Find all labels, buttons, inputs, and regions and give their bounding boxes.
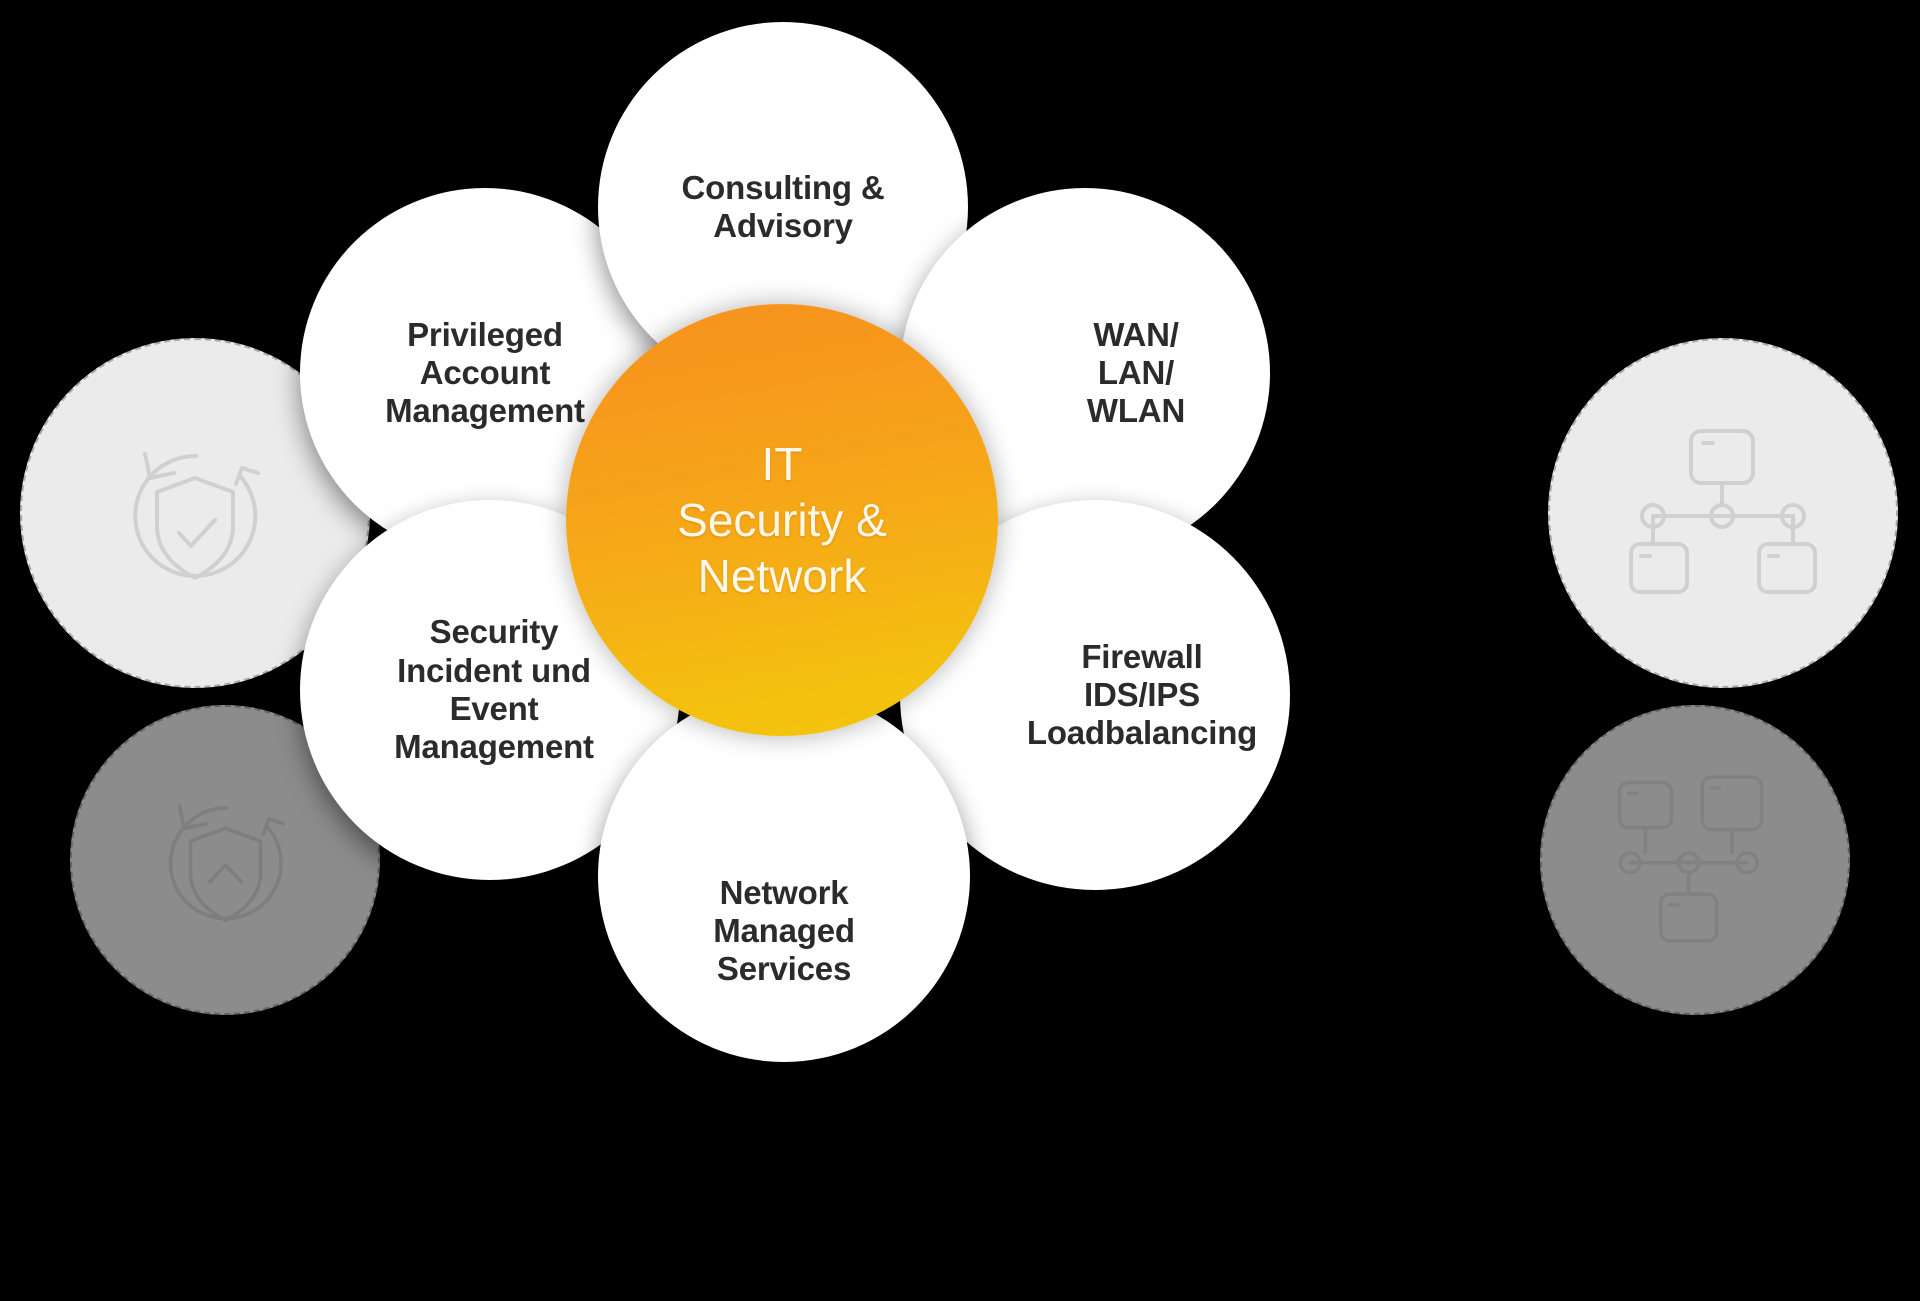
network-topology-icon: [1623, 413, 1823, 613]
petal-label: WAN/ LAN/ WLAN: [1086, 315, 1186, 430]
petal-wan-lan-wlan[interactable]: WAN/ LAN/ WLAN: [900, 188, 1270, 558]
petal-label: Security Incident und Event Management: [394, 613, 594, 766]
petal-label: Firewall IDS/IPS Loadbalancing: [1026, 637, 1258, 752]
petal-network-managed-services[interactable]: Network Managed Services: [598, 690, 970, 1062]
shield-up-refresh-icon: [138, 773, 313, 948]
network-topology-alt-icon: [1605, 770, 1785, 950]
petal-label: Consulting & Advisory: [681, 168, 885, 244]
center-hub-label: IT Security & Network: [677, 437, 887, 603]
decoration-network-topology: [1548, 338, 1898, 688]
decoration-network-topology-alt: [1540, 705, 1850, 1015]
petal-label: Privileged Account Management: [385, 315, 585, 430]
shield-check-refresh-icon: [100, 418, 290, 608]
center-hub[interactable]: IT Security & Network: [566, 304, 998, 736]
petal-label: Network Managed Services: [713, 873, 855, 988]
